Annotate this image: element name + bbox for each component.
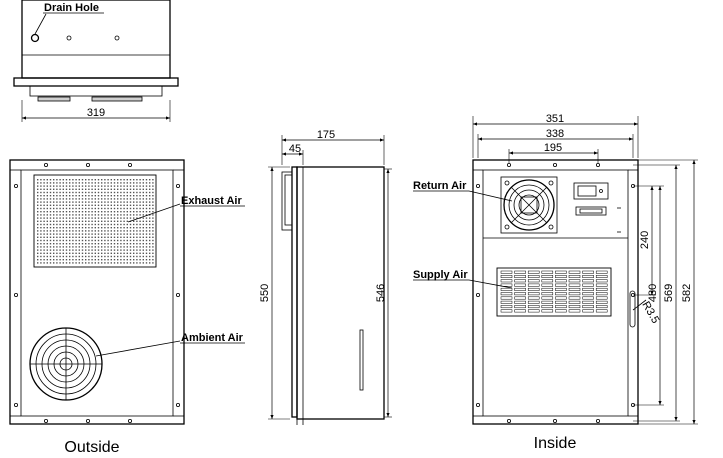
mounting-holes bbox=[13, 162, 180, 423]
exhaust-grille-perforations bbox=[37, 179, 154, 264]
inside-height-582-dimension: 582 bbox=[681, 284, 693, 302]
inside-height-569-dimension: 569 bbox=[663, 284, 675, 302]
top-width-dimension: 319 bbox=[87, 107, 105, 119]
outside-caption: Outside bbox=[64, 439, 119, 456]
supply-grille bbox=[496, 267, 612, 317]
outside-view: Exhaust Air Ambient Air Outside bbox=[9, 159, 245, 456]
side-height-inner-dimension: 546 bbox=[375, 284, 387, 302]
side-height-outer-dimension: 550 bbox=[259, 284, 271, 302]
inside-width-outer-dimension: 351 bbox=[546, 113, 564, 125]
inside-radius-dimension: R3.5 bbox=[639, 300, 661, 326]
inside-caption: Inside bbox=[534, 435, 577, 452]
side-view: 175 45 550 546 bbox=[259, 129, 392, 425]
inside-height-240-dimension: 240 bbox=[639, 231, 651, 249]
supply-grille-slots bbox=[500, 270, 608, 313]
drain-hole-label: Drain Hole bbox=[44, 2, 99, 14]
exhaust-air-label: Exhaust Air bbox=[181, 195, 242, 207]
slot-hole-icon bbox=[629, 290, 636, 328]
side-flange-dimension: 45 bbox=[289, 143, 301, 155]
controller-display-icon bbox=[573, 182, 621, 233]
ambient-air-label: Ambient Air bbox=[181, 332, 244, 344]
inside-width-holes-dimension: 195 bbox=[544, 142, 562, 154]
return-air-label: Return Air bbox=[413, 180, 467, 192]
drain-hole-icon bbox=[30, 33, 40, 43]
inside-width-mid-dimension: 338 bbox=[546, 128, 564, 140]
inside-view: Return Air Supply Air Inside 351 338 195… bbox=[413, 113, 698, 452]
ambient-fan-icon bbox=[29, 327, 103, 401]
side-depth-dimension: 175 bbox=[317, 129, 335, 141]
return-fan-icon bbox=[500, 176, 558, 234]
inside-mounting-holes bbox=[475, 162, 636, 423]
top-view: Drain Hole 319 bbox=[13, 0, 179, 122]
supply-air-label: Supply Air bbox=[413, 269, 468, 281]
